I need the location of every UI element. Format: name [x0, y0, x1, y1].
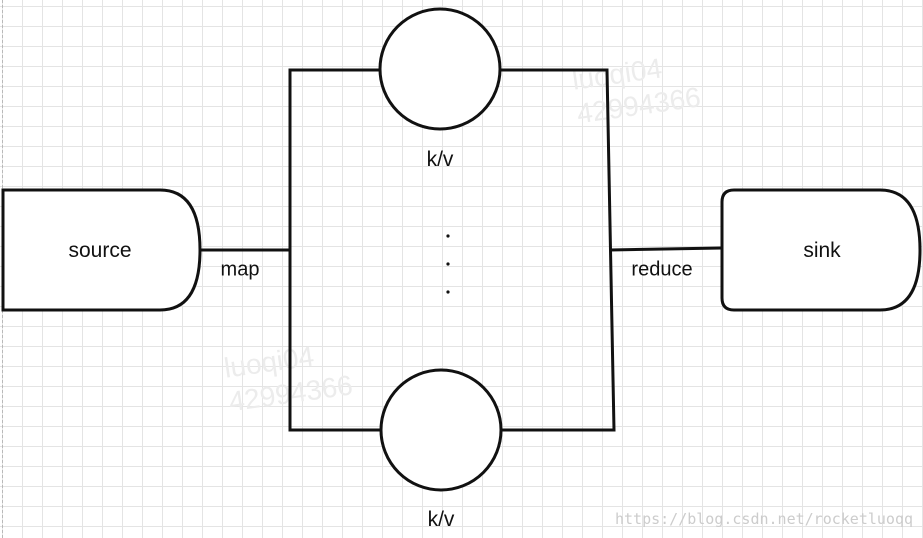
ellipsis-dot — [446, 234, 450, 238]
source-node-shape — [1, 188, 202, 312]
sink-label: sink — [803, 239, 841, 262]
fan-out-bracket — [288, 68, 380, 432]
kv-bottom-circle — [379, 368, 503, 492]
map-edge-label: map — [220, 258, 260, 281]
reduce-connector — [609, 246, 723, 252]
ellipsis-dots — [446, 234, 450, 294]
kv-bottom-label: k/v — [427, 508, 455, 531]
reduce-edge-label: reduce — [631, 258, 693, 281]
ellipsis-dot — [446, 290, 450, 294]
source-label: source — [68, 239, 132, 262]
kv-top-label: k/v — [426, 148, 454, 171]
kv-top-circle — [378, 7, 502, 131]
site-watermark: https://blog.csdn.net/rocketluoqq — [614, 510, 913, 528]
fan-in-bracket — [500, 68, 616, 432]
ellipsis-dot — [446, 262, 450, 266]
sink-node-shape — [720, 188, 922, 312]
